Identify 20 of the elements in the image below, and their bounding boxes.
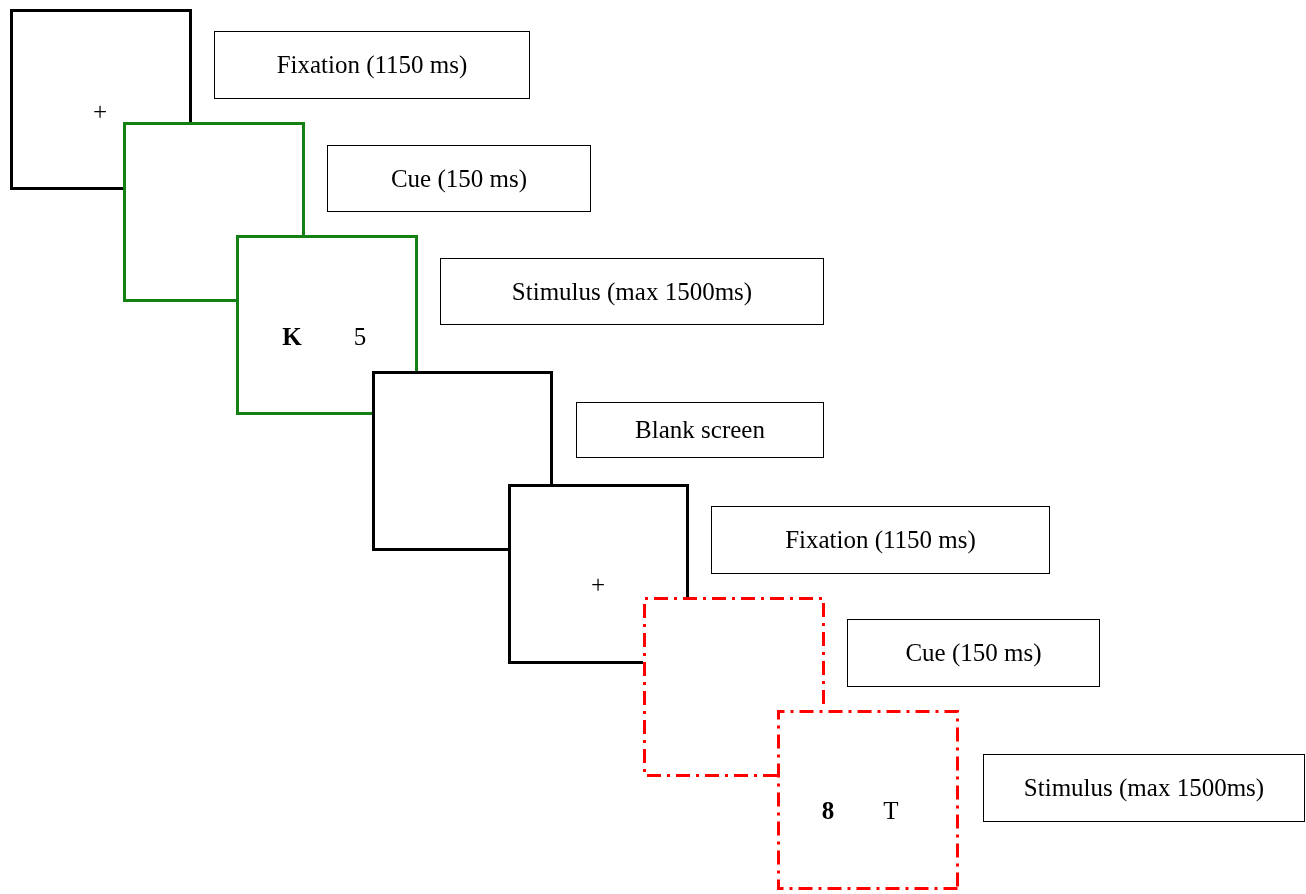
screen-frame <box>508 484 689 664</box>
caption-box: Fixation (1150 ms) <box>214 31 530 99</box>
screen-symbol: T <box>883 797 899 825</box>
caption-box: Blank screen <box>576 402 824 458</box>
caption-box: Cue (150 ms) <box>327 145 591 212</box>
screen-symbol: K <box>282 323 302 351</box>
screen-frame <box>777 710 959 890</box>
screen-frame <box>123 122 305 302</box>
screen-frame <box>10 9 192 190</box>
screen-symbol: + <box>92 98 108 126</box>
screen-frame <box>236 235 418 415</box>
caption-box: Stimulus (max 1500ms) <box>983 754 1305 822</box>
caption-box: Cue (150 ms) <box>847 619 1100 687</box>
screen-symbol: + <box>590 571 606 599</box>
screen-symbol: 5 <box>353 323 367 351</box>
caption-box: Fixation (1150 ms) <box>711 506 1050 574</box>
screen-symbol: 8 <box>821 797 835 825</box>
caption-box: Stimulus (max 1500ms) <box>440 258 824 325</box>
screen-frame <box>372 371 553 551</box>
screen-frame <box>643 597 825 777</box>
